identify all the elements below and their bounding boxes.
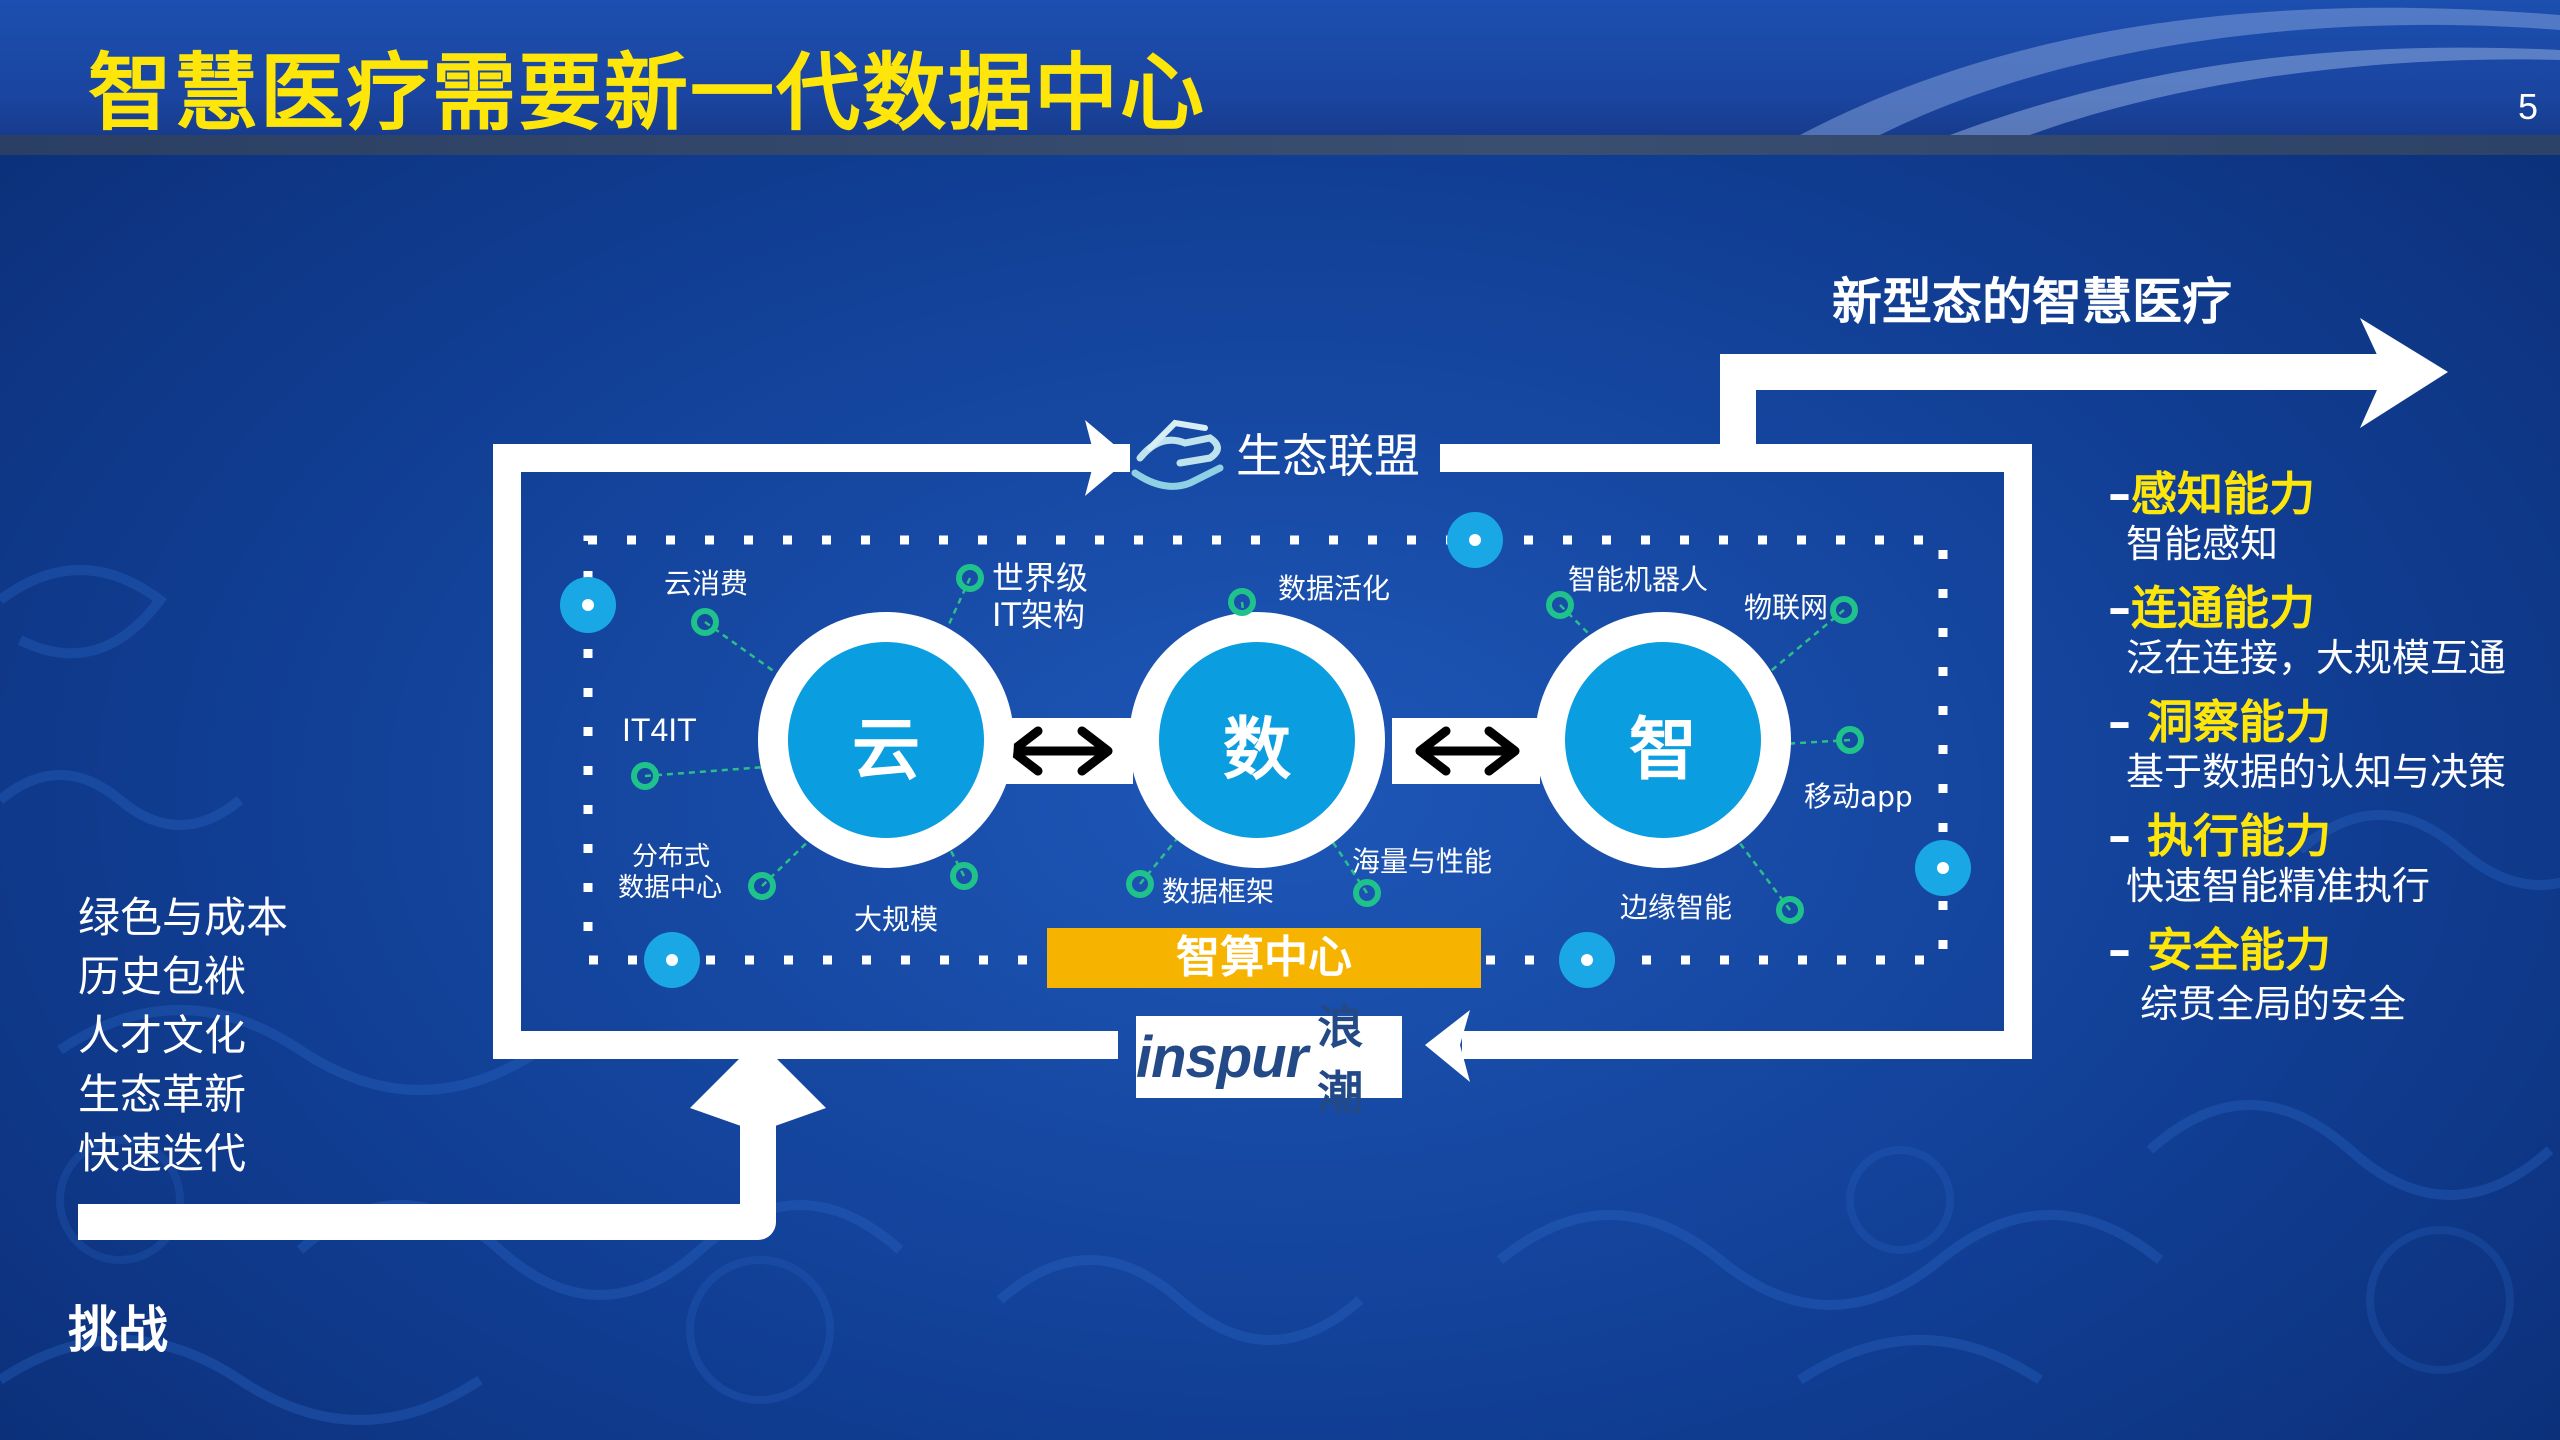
- capability-title: –感知能力: [2108, 467, 2315, 521]
- node-distributed-line1: 分布式: [632, 842, 711, 872]
- handshake-icon: [1131, 419, 1224, 490]
- capability-desc: 泛在连接，大规模互通: [2126, 636, 2507, 680]
- capability-title: –连通能力: [2108, 581, 2315, 635]
- ecosystem-label: 生态联盟: [1236, 429, 1420, 483]
- capability-title: – 执行能力: [2108, 809, 2332, 863]
- node-data-activation: 数据活化: [1278, 572, 1391, 605]
- node-distributed-line2: 数据中心: [618, 873, 723, 903]
- inspur-brand: inspur: [1136, 1024, 1308, 1090]
- title-underline: [0, 135, 2560, 155]
- title-swoosh: [1800, 7, 2560, 135]
- challenge-item: 快速迭代: [78, 1129, 247, 1178]
- capability-title: – 洞察能力: [2108, 695, 2332, 749]
- capability-desc: 快速智能精准执行: [2126, 864, 2431, 908]
- challenge-item: 人才文化: [78, 1011, 247, 1060]
- ecosystem-alliance: 生态联盟: [1130, 408, 1420, 498]
- capability-title: – 安全能力: [2108, 923, 2332, 977]
- node-robot: 智能机器人: [1568, 563, 1709, 596]
- challenges-label: 挑战: [68, 1301, 168, 1359]
- node-edge-intelligence: 边缘智能: [1620, 891, 1733, 924]
- node-mobile-app: 移动app: [1804, 780, 1913, 813]
- inspur-brand-cn: 浪潮: [1317, 1000, 1364, 1120]
- node-world-it-line1: 世界级: [992, 559, 1089, 597]
- compute-center-bar: 智算中心: [1047, 928, 1481, 988]
- node-performance: 海量与性能: [1352, 845, 1493, 878]
- hub-intelligence: 智: [1628, 711, 1697, 790]
- page-title: 智慧医疗需要新一代数据中心: [88, 44, 1207, 142]
- node-data-framework: 数据框架: [1162, 875, 1275, 908]
- node-world-it-line2: IT架构: [992, 596, 1085, 634]
- hub-cloud: 云: [851, 711, 920, 790]
- node-large-scale: 大规模: [854, 903, 939, 936]
- challenge-item: 生态革新: [78, 1070, 247, 1119]
- hub-data: 数: [1222, 711, 1291, 790]
- capability-desc: 基于数据的认知与决策: [2126, 750, 2507, 794]
- capability-desc: 智能感知: [2126, 522, 2279, 566]
- page-number: 5: [2517, 86, 2538, 127]
- node-iot: 物联网: [1744, 591, 1829, 624]
- title-bar: [0, 0, 2560, 135]
- capability-desc: 综贯全局的安全: [2140, 982, 2407, 1026]
- challenge-item: 绿色与成本: [78, 893, 289, 942]
- challenge-item: 历史包袱: [78, 952, 247, 1001]
- goal-label: 新型态的智慧医疗: [1832, 273, 2232, 331]
- node-it4it: IT4IT: [622, 712, 697, 748]
- node-cloud-consumption: 云消费: [664, 567, 749, 600]
- inspur-logo: inspur 浪潮: [1136, 1000, 1402, 1120]
